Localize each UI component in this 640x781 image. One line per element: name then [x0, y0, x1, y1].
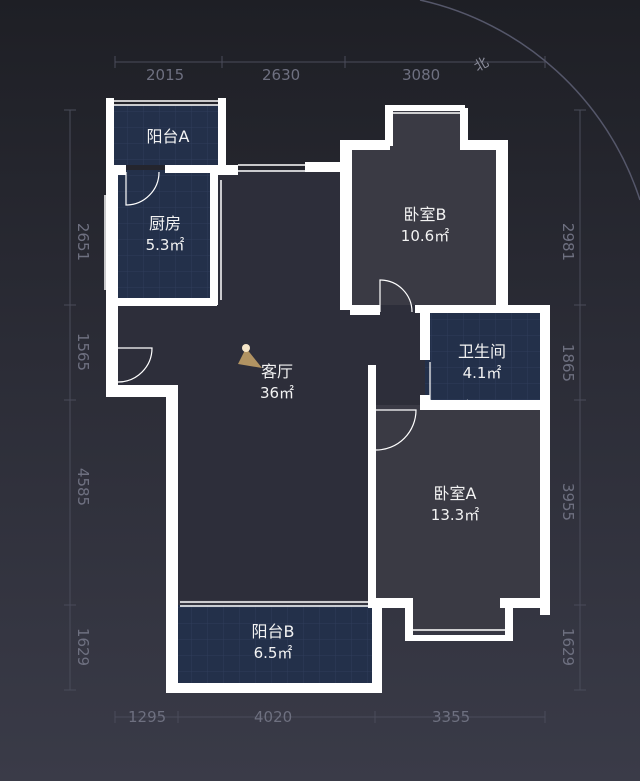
room-area: 4.1㎡	[462, 364, 502, 383]
dim-right-4: 1629	[559, 627, 578, 667]
bedroom-a-floor	[375, 405, 540, 632]
room-name: 卧室B	[403, 205, 447, 224]
room-balcony-b: 阳台B 6.5㎡	[233, 620, 313, 665]
room-name: 客厅	[260, 362, 293, 381]
room-bedroom-a: 卧室A 13.3㎡	[410, 482, 500, 527]
dim-right-1: 2981	[559, 222, 578, 262]
kitchen-floor	[112, 170, 217, 300]
decorative-arc	[419, 0, 640, 201]
dim-bottom-1: 1295	[128, 708, 167, 726]
dim-right-3: 3955	[559, 482, 578, 522]
room-name: 阳台A	[146, 127, 190, 146]
viewpoint-icon	[238, 344, 262, 368]
dim-left-1: 2651	[74, 222, 93, 262]
room-area: 10.6㎡	[400, 227, 450, 246]
dim-right-2: 1865	[559, 343, 578, 383]
balcony-b-floor	[178, 605, 375, 685]
dim-top-1: 2015	[146, 66, 185, 84]
dim-left-2: 1565	[74, 332, 93, 372]
dim-top-3: 3080	[402, 66, 441, 84]
room-name: 阳台B	[251, 622, 295, 641]
room-bedroom-b: 卧室B 10.6㎡	[380, 203, 470, 248]
bedroom-b-floor	[350, 110, 500, 305]
dim-bottom-2: 4020	[254, 708, 293, 726]
dim-bottom-3: 3355	[432, 708, 471, 726]
room-area: 13.3㎡	[430, 506, 480, 525]
room-kitchen: 厨房 5.3㎡	[125, 212, 205, 257]
dim-left-4: 1629	[74, 627, 93, 667]
dim-top-2: 2630	[262, 66, 301, 84]
room-living-room: 客厅 36㎡	[237, 360, 317, 405]
balcony-a-floor	[110, 105, 225, 165]
room-name: 卧室A	[433, 484, 477, 503]
room-area: 6.5㎡	[253, 644, 293, 663]
walls	[106, 98, 550, 693]
room-bathroom: 卫生间 4.1㎡	[442, 340, 522, 385]
room-balcony-a: 阳台A	[128, 125, 208, 148]
room-name: 卫生间	[457, 342, 506, 361]
doors	[117, 171, 469, 451]
room-area: 36㎡	[259, 384, 295, 403]
room-name: 厨房	[148, 214, 181, 233]
dim-left-3: 4585	[74, 467, 93, 507]
windows	[104, 100, 549, 631]
bathroom-floor	[425, 305, 540, 405]
dimension-lines	[64, 56, 586, 723]
room-area: 5.3㎡	[145, 236, 185, 255]
